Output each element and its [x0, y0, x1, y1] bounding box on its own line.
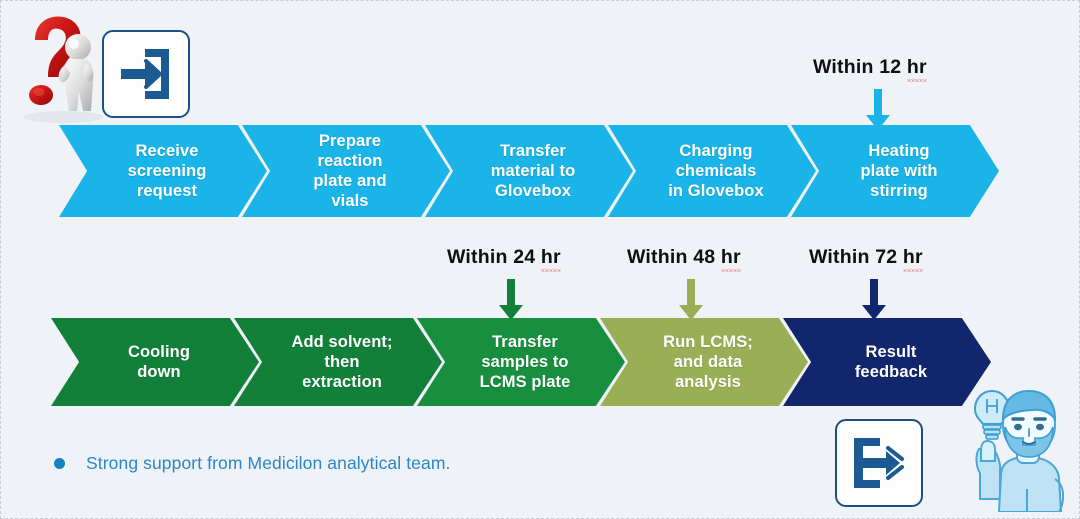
step-label: Add solvent; then extraction — [291, 332, 393, 392]
step-cooling-down[interactable]: Cooling down — [51, 318, 259, 406]
timing-unit-24hr: hr — [540, 246, 561, 272]
timing-prefix-48hr: Within 48 — [627, 246, 721, 268]
timing-unit-12hr: hr — [906, 56, 927, 82]
timing-label-24hr: Within 24 hr — [447, 246, 561, 272]
footnote-text: Strong support from Medicilon analytical… — [86, 453, 451, 473]
timing-unit-48hr: hr — [720, 246, 741, 272]
timing-unit-72hr: hr — [902, 246, 923, 272]
step-label: Result feedback — [854, 342, 928, 381]
enter-login-icon-box[interactable] — [102, 30, 190, 118]
timing-arrow-12hr — [865, 89, 891, 131]
step-heating-plate-with-stirring[interactable]: Heating plate with stirring — [791, 125, 999, 217]
timing-arrow-48hr — [678, 279, 704, 321]
step-transfer-samples-to-lcms-plate[interactable]: Transfer samples to LCMS plate — [417, 318, 625, 406]
timing-prefix-24hr: Within 24 — [447, 246, 541, 268]
step-label: Run LCMS; and data analysis — [663, 332, 753, 392]
person-with-lightbulb-icon — [953, 379, 1079, 513]
timing-label-72hr: Within 72 hr — [809, 246, 923, 272]
step-label: Transfer material to Glovebox — [490, 141, 576, 201]
question-mark-person-icon — [15, 7, 107, 123]
timing-label-12hr: Within 12 hr — [813, 56, 927, 82]
step-transfer-material-to-glovebox[interactable]: Transfer material to Glovebox — [425, 125, 633, 217]
timing-prefix-72hr: Within 72 — [809, 246, 903, 268]
step-label: Charging chemicals in Glovebox — [668, 141, 764, 201]
enter-login-icon — [121, 49, 169, 99]
timing-arrow-72hr — [861, 279, 887, 321]
step-label: Prepare reaction plate and vials — [313, 131, 387, 211]
step-result-feedback[interactable]: Result feedback — [783, 318, 991, 406]
footnote-row: Strong support from Medicilon analytical… — [54, 453, 451, 474]
bullet-dot-icon — [54, 458, 65, 469]
timing-arrow-24hr — [498, 279, 524, 321]
step-label: Cooling down — [127, 342, 191, 381]
step-label: Receive screening request — [127, 141, 207, 201]
step-label: Heating plate with stirring — [860, 141, 938, 201]
exit-logout-icon-box[interactable] — [835, 419, 923, 507]
step-prepare-reaction-plate-and-vials[interactable]: Prepare reaction plate and vials — [242, 125, 450, 217]
step-charging-chemicals-in-glovebox[interactable]: Charging chemicals in Glovebox — [608, 125, 816, 217]
timing-prefix-12hr: Within 12 — [813, 56, 907, 78]
timing-label-48hr: Within 48 hr — [627, 246, 741, 272]
step-receive-screening-request[interactable]: Receive screening request — [59, 125, 267, 217]
exit-logout-icon — [854, 438, 904, 488]
step-add-solvent-then-extraction[interactable]: Add solvent; then extraction — [234, 318, 442, 406]
step-run-lcms-and-data-analysis[interactable]: Run LCMS; and data analysis — [600, 318, 808, 406]
lightbulb-icon — [973, 389, 1011, 440]
step-label: Transfer samples to LCMS plate — [479, 332, 571, 392]
